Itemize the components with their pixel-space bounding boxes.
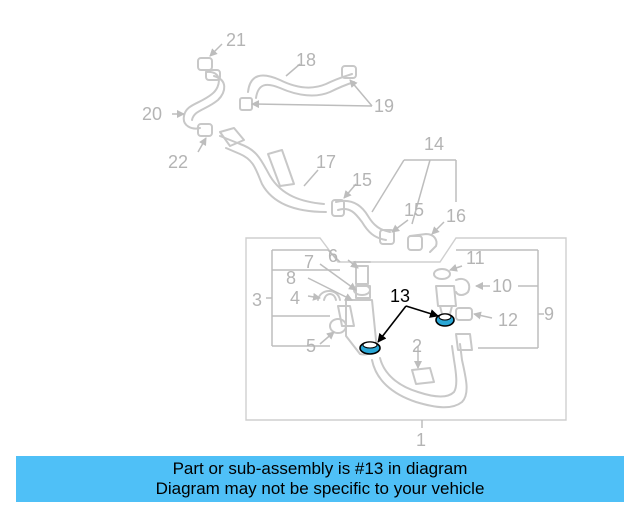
lower-left-parts — [317, 261, 377, 356]
parts-diagram: 1 2 3 4 5 6 7 8 9 10 11 12 13 14 15 15 1… — [142, 30, 567, 450]
callout-18: 18 — [296, 50, 316, 70]
pipe-lower — [371, 343, 468, 409]
callout-3: 3 — [252, 290, 262, 310]
callout-15b: 15 — [404, 200, 424, 220]
callout-9: 9 — [544, 304, 554, 324]
callout-6: 6 — [328, 246, 338, 266]
banner-line-part: Part or sub-assembly is #13 in diagram — [172, 459, 468, 478]
fitting-8 — [355, 285, 371, 299]
callout-13: 13 — [390, 286, 410, 306]
clamp-12 — [455, 307, 473, 321]
elbow-16 — [409, 233, 438, 253]
clamp-21 — [197, 57, 213, 71]
hose-15a — [337, 208, 387, 241]
callout-4: 4 — [290, 288, 300, 308]
oring-11 — [433, 268, 451, 280]
callout-1: 1 — [416, 430, 426, 450]
bracket-9 — [307, 249, 544, 369]
clamp-22 — [197, 123, 213, 137]
clip-10 — [455, 278, 471, 296]
callout-2: 2 — [412, 336, 422, 356]
callout-14: 14 — [424, 134, 444, 154]
callout-12: 12 — [498, 310, 518, 330]
oring-5 — [329, 318, 347, 334]
part-13-highlight — [359, 305, 455, 355]
clamp-13b — [359, 341, 381, 355]
banner-line-disclaimer: Diagram may not be specific to your vehi… — [155, 479, 485, 498]
callout-16: 16 — [446, 206, 466, 226]
clamp-19a — [341, 65, 357, 79]
lower-right-parts — [371, 268, 473, 409]
callout-15a: 15 — [352, 170, 372, 190]
hose-18 — [247, 73, 353, 93]
clamp-13a — [435, 313, 455, 327]
callout-20: 20 — [142, 104, 162, 124]
upper-leaders — [172, 43, 457, 235]
callout-21: 21 — [226, 30, 246, 50]
clamp-15b — [379, 229, 395, 245]
callout-22: 22 — [168, 152, 188, 172]
callout-5: 5 — [306, 336, 316, 356]
assembly-frame — [245, 237, 567, 421]
callout-11: 11 — [466, 248, 485, 268]
clamp-19b — [239, 97, 253, 111]
info-banner: Part or sub-assembly is #13 in diagram D… — [16, 456, 624, 502]
sensor-6 — [355, 265, 369, 285]
callout-10: 10 — [492, 276, 512, 296]
callout-19: 19 — [374, 96, 394, 116]
pipe-17 — [219, 135, 325, 205]
callout-17: 17 — [316, 152, 336, 172]
callout-7: 7 — [304, 252, 314, 272]
callout-8: 8 — [286, 268, 296, 288]
valve-9 — [435, 285, 457, 307]
callout-labels: 1 2 3 4 5 6 7 8 9 10 11 12 13 14 15 15 1… — [142, 30, 554, 450]
upper-hoses — [182, 57, 438, 253]
